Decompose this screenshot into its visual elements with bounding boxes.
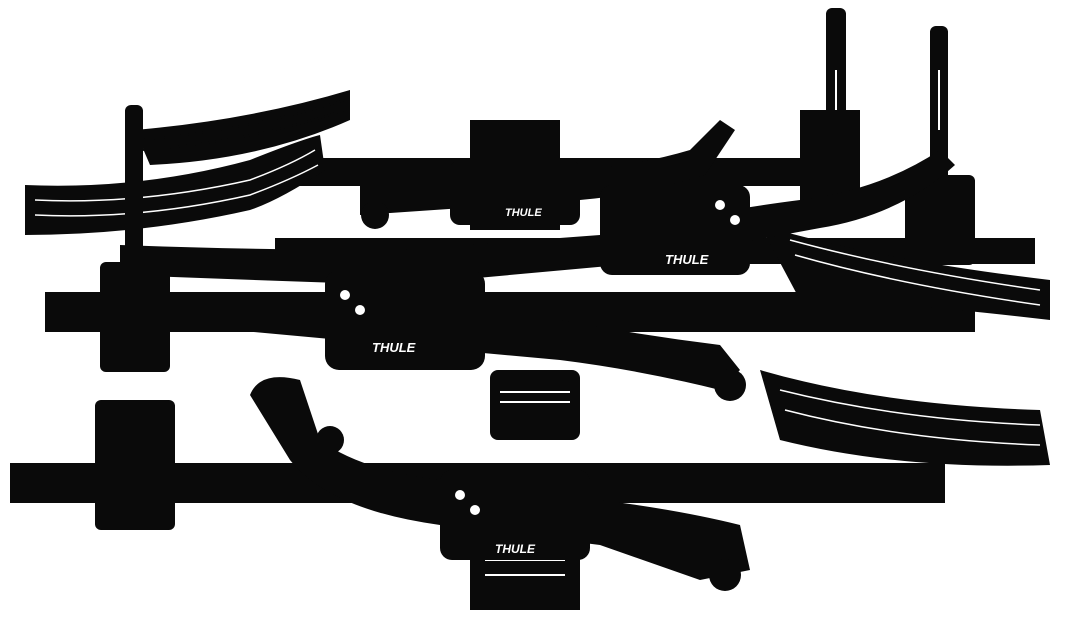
wheel-tray-front-right	[760, 370, 1050, 466]
thule-logo-4: THULE	[495, 542, 536, 556]
wheel-tray-back-left	[135, 90, 350, 165]
thule-logo-3: THULE	[372, 340, 416, 355]
hook-arm-center: THULE	[210, 270, 746, 401]
wheel-tray-middle-right	[760, 225, 1050, 320]
hook-arm-bottom: THULE	[250, 377, 750, 591]
wheel-tray-middle-left	[25, 135, 325, 235]
front-platform	[10, 370, 945, 610]
hook-arm-upper-middle: THULE	[120, 150, 955, 285]
thule-logo-2: THULE	[665, 252, 709, 267]
thule-logo-1: THULE	[505, 207, 542, 219]
